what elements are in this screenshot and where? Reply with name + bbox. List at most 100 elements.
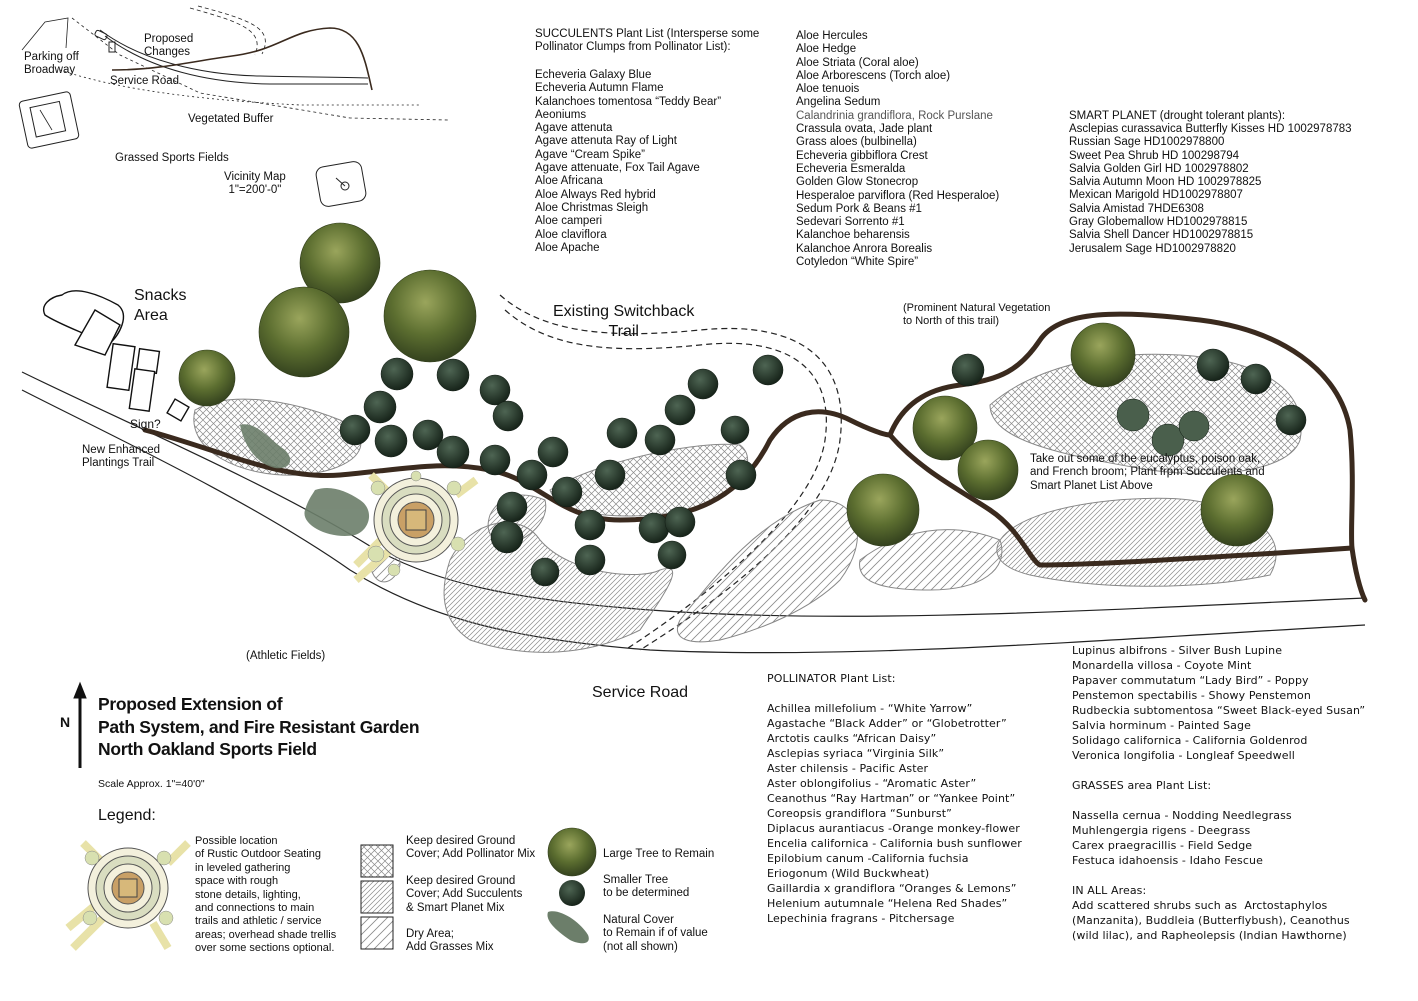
small-trees	[339, 348, 1307, 587]
plant-list-item: Cotyledon “White Spire”	[796, 256, 919, 269]
legend-seating-text: Possible location of Rustic Outdoor Seat…	[195, 835, 337, 955]
title-line: Path System, and Fire Resistant Garden	[98, 716, 420, 737]
plant-list-item: Carex praegracillis - Field Sedge	[1072, 839, 1253, 852]
plant-list-item: Echeveria Esmeralda	[796, 162, 906, 175]
large-tree	[957, 439, 1019, 501]
plant-list-item: Gaillardia x grandiflora “Oranges & Lemo…	[767, 882, 1017, 895]
pollinator-list: Achillea millefolium - “White Yarrow” Aga…	[767, 701, 1022, 926]
hatch-zones	[193, 353, 1302, 653]
plant-list-item: Echeveria Galaxy Blue	[535, 69, 652, 81]
plant-list-item: Salvia Autumn Moon HD 1002978825	[1069, 176, 1262, 189]
plant-list-item: Veronica longifolia - Longleaf Speedwell	[1072, 749, 1295, 762]
snacks-area-label: Snacks Area	[134, 287, 187, 324]
plant-list-item: Hesperaloe parviflora (Red Hesperaloe)	[796, 189, 1000, 202]
removal-note: Take out some of the eucalyptus, poison …	[1030, 453, 1265, 492]
plant-list-item: Angelina Sedum	[796, 96, 881, 109]
plant-list-item: Kalanchoe Anrora Borealis	[796, 242, 933, 255]
plant-list-item: Lepechinia fragrans - Pitchersage	[767, 912, 955, 925]
new-trail-label: New Enhanced Plantings Trail	[82, 444, 160, 470]
plant-list-item: Aloe Christmas Sleigh	[535, 201, 649, 214]
plant-list-item: Coreopsis grandiflora “Sunburst”	[767, 807, 952, 820]
plant-list-item: Salvia Amistad 7HDE6308	[1069, 202, 1204, 215]
plant-list-item: Sweet Pea Shrub HD 100298794	[1069, 149, 1240, 162]
vegetated-buffer-label: Vegetated Buffer	[188, 113, 274, 125]
switchback-trail-label: Existing Switchback Trail	[553, 303, 695, 340]
grasses-heading: GRASSES area Plant List:	[1072, 779, 1212, 792]
legend-seating-symbol	[65, 840, 191, 951]
all-areas-heading: IN ALL Areas:	[1072, 884, 1147, 897]
plant-list-item: Echeveria Autumn Flame	[535, 82, 664, 95]
large-trees	[178, 222, 1274, 547]
north-label: N	[60, 714, 71, 730]
plant-list-item: Encelia californica - California bush su…	[767, 837, 1022, 850]
athletic-fields-label: (Athletic Fields)	[246, 650, 326, 662]
scale-label: Scale Approx. 1"=40'0"	[98, 778, 205, 790]
prominent-vegetation-label: (Prominent Natural Vegetation to North o…	[903, 302, 1051, 328]
plant-list-item: Agave “Cream Spike”	[535, 148, 645, 161]
plant-list-item: Salvia Shell Dancer HD1002978815	[1069, 229, 1254, 242]
title-line: North Oakland Sports Field	[98, 739, 317, 759]
plant-list-item: Aloe Apache	[535, 241, 600, 254]
plant-list-item: Aloe camperi	[535, 215, 603, 228]
plant-list-item: Diplacus aurantiacus -Orange monkey-flow…	[767, 822, 1020, 835]
drawing-title: Proposed Extension of Path System, and F…	[98, 693, 420, 761]
plant-list-item: Arctotis caulks “African Daisy”	[767, 732, 937, 745]
snacks-area-buildings	[43, 290, 190, 422]
plant-list-item: Aster oblongifolius - “Aromatic Aster”	[767, 777, 977, 790]
seating-area	[353, 470, 479, 584]
legend-natural-cover-text: Natural Cover to Remain if of value (not…	[603, 914, 708, 953]
plant-list-item: Agastache “Black Adder” or “Globetrotter…	[767, 717, 1007, 730]
succulents-heading: SUCCULENTS Plant List (Intersperse some …	[535, 28, 760, 54]
plant-list-item: Gray Globemallow HD1002978815	[1069, 216, 1248, 229]
plant-list-item: Aeoniums	[535, 108, 587, 121]
service-road-label: Service Road	[592, 684, 689, 701]
large-tree	[846, 473, 920, 547]
plant-list-item: Mexican Marigold HD1002978807	[1069, 189, 1243, 202]
plant-list-item: Aloe Striata (Coral aloe)	[796, 56, 919, 69]
north-arrow	[73, 681, 87, 768]
legend-diagonal-cross-text: Keep desired Ground Cover; Add Succulent…	[406, 875, 523, 914]
vicinity-service-road-label: Service Road	[110, 75, 180, 87]
plant-list-item: Eriogonum (Wild Buckwheat)	[767, 867, 930, 880]
large-tree	[1200, 473, 1274, 547]
natural-cover-patches	[240, 424, 370, 536]
legend-small-tree-text: Smaller Tree to be determined	[603, 874, 690, 900]
legend-large-tree-text: Large Tree to Remain	[603, 848, 715, 860]
plant-list-item: Epilobium canum -California fuchsia	[767, 852, 969, 865]
plant-list-item: Sedevari Sorrento #1	[796, 216, 905, 229]
legend-symbols	[65, 827, 597, 951]
plant-list-item: Agave attenuta	[535, 122, 613, 135]
sports-fields-label: Grassed Sports Fields	[115, 152, 229, 164]
plant-list-item: Agave attenuta Ray of Light	[535, 135, 677, 148]
plant-list-item: Achillea millefolium - “White Yarrow”	[767, 702, 973, 715]
sign-label: Sign?	[130, 417, 161, 431]
plant-list-item: Aloe tenuois	[796, 83, 860, 96]
large-tree	[383, 269, 477, 363]
plant-list-item: Echeveria gibbiflora Crest	[796, 149, 928, 162]
plant-list-item: Kalanchoe beharensis	[796, 229, 910, 242]
plant-list-item: Agave attenuate, Fox Tail Agave	[535, 162, 700, 175]
plant-list-item: Aloe claviflora	[535, 228, 607, 241]
plant-list-item: Crassula ovata, Jade plant	[796, 123, 933, 136]
large-tree	[299, 222, 381, 304]
smart-planet-list: Asclepias curassavica Butterfly Kisses H…	[1069, 123, 1352, 256]
all-areas-text: Add scattered shrubs such as Arctostaphy…	[1072, 899, 1350, 942]
large-tree	[1070, 322, 1136, 388]
legend-crosshatch-text: Keep desired Ground Cover; Add Pollinato…	[406, 835, 536, 861]
plant-list-item: Nassella cernua - Nodding Needlegrass	[1072, 809, 1292, 822]
plant-list-item: Solidago californica - California Golden…	[1072, 734, 1308, 747]
plant-list-item: Muhlengergia rigens - Deegrass	[1072, 824, 1251, 837]
large-tree	[912, 395, 978, 461]
plant-list-item: Kalanchoes tomentosa “Teddy Bear”	[535, 95, 722, 108]
plant-list-item: Asclepias curassavica Butterfly Kisses H…	[1069, 123, 1352, 135]
vicinity-map	[18, 5, 449, 207]
title-line: Proposed Extension of	[98, 694, 283, 714]
plant-list-item: Grass aloes (bulbinella)	[796, 136, 917, 149]
plant-list-item: Aloe Hercules	[796, 30, 868, 42]
